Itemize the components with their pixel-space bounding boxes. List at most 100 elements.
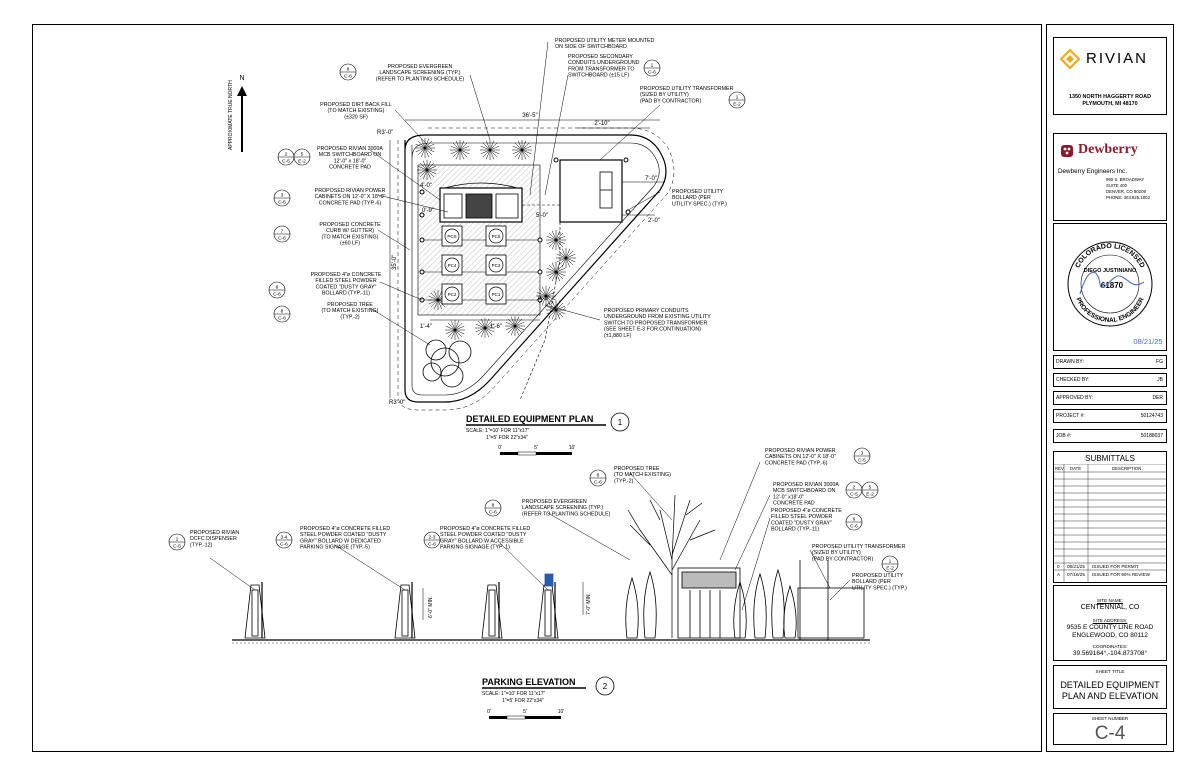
leader-lines [369,41,661,346]
job-number-row: JOB #:50188037 [1053,429,1167,443]
sheet-title-label: SHEET TITLE [1095,669,1125,674]
elevation-title-block: PARKING ELEVATION 2 SCALE: 1"=10' FOR 11… [482,676,615,720]
screening-shrub-5 [783,584,797,639]
note-bollard-acc-line-3: PARKING SIGNAGE (TYP.-1) [440,545,510,551]
note-switchboard-line-1: MCB SWITCHBOARD ON [319,152,382,158]
note-tree-top-line-0: PROPOSED TREE [327,302,373,308]
sheet-title-line-1: DETAILED EQUIPMENT [1060,680,1160,690]
power-cabinet-2: PC5 [485,225,507,247]
note-primary-line-4: (±1,880 LF) [604,333,632,339]
screening-shrub-2 [733,580,747,639]
note-bollard-top-line-0: PROPOSED 4"ø CONCRETE [311,272,382,278]
evergreen-shrub-2 [480,140,500,160]
elevation-scale-2: 1"=5' FOR 22"x34" [502,698,544,704]
power-cabinet-label: PC5 [492,234,501,239]
ref-bubble-evergreen-el: 8C-6 [484,499,502,517]
note-curb-line-2: (TO MATCH EXISTING) [322,234,379,240]
ref-top: 6 [853,517,856,523]
ref-bubble-dcfc: 1C-5 [168,533,186,551]
power-cabinet-3: PC4 [441,254,463,276]
ref-bubble-bollard-el: 6C-6 [845,513,863,531]
utility-transformer [559,159,623,223]
ref-bubble-switchboard-el-b: 5E-2 [861,481,879,499]
sub-row-1-date: 07/16/25 [1067,572,1085,577]
note-backfill-line-1: (TO MATCH EXISTING) [328,108,385,114]
note-bollard-el-line-0: PROPOSED 4"ø CONCRETE [771,508,842,514]
screening-shrub-3 [753,572,767,639]
seal-arc-top: COLORADO LICENSED [1074,243,1145,269]
note-tree-el-line-2: (TYP.-2) [614,478,634,484]
rivian-logo: RIVIAN [1060,48,1160,70]
power-cabinet-4: PC3 [485,254,507,276]
evergreen-shrub-8 [505,316,525,336]
note-switchboard-line-2: 12'-0" x 18'-0" [334,158,367,164]
seal-name: DIEGO JUSTINIANO [1084,268,1137,274]
note-switchboard-el-line-1: MCB SWITCHBOARD ON [773,488,836,494]
firm-box: Dewberry Dewberry Engineers Inc. 990 S. … [1053,133,1167,221]
svg-text:10': 10' [558,709,565,715]
ref-bottom: E-2 [733,102,741,108]
note-bollard-acc-line-0: PROPOSED 4"ø CONCRETE FILLED [440,526,530,532]
submittals-grid [1054,464,1166,582]
ref-bubble-transformer-el: 1E-2 [881,555,899,573]
ref-bubble-secondary: 1C-6 [643,59,661,77]
site-name: CENTENNIAL, CO [1080,604,1140,611]
ref-bubble-bollard-acc: 2-3C-6 [423,531,441,549]
ref-bubble-bollard-top: 6C-6 [268,281,286,299]
note-transformer-el-line-0: PROPOSED UTILITY TRANSFORMER [812,544,906,550]
submittals-box: SUBMITTALS REV. DATE DESCRIPTION 0 08/21… [1053,451,1167,583]
note-power-cab-el-line-1: CABINETS ON 12'-0" X 18'-0" [765,454,836,460]
title-block: RIVIAN 1350 NORTH HAGGERTY ROAD PLYMOUTH… [1046,24,1174,752]
site-address-2: ENGLEWOOD, CO 80112 [1072,632,1148,639]
coordinates: 39.569164°,-104.873708° [1072,650,1148,657]
elevation-height-2: 7'-0" MIN. [586,593,592,615]
note-bollard-top-line-1: FILLED STEEL POWDER [315,278,376,284]
dim-7-0: 7'-0" [645,176,657,182]
ref-top: 8 [347,67,350,73]
note-transformer-top-line-0: PROPOSED UTILITY TRANSFORMER [640,86,734,92]
note-secondary-line-3: SWITCHBOARD (±15 LF) [568,73,629,79]
power-cabinet-6: PC1 [485,283,507,305]
elevation-scale-bar: 0' 5' 10' [487,709,565,720]
site-curb-dashed [397,127,675,411]
transformer-elevation [797,587,865,639]
ref-bottom: C-6 [648,70,656,76]
ref-bubble-power-cab: 3C-5 [273,189,291,207]
note-curb-line-3: (±60 LF) [340,241,360,247]
ref-top: 1 [736,95,739,101]
note-util-bollard-el-line-1: BOLLARD (PER [852,579,891,585]
note-power-cab-line-0: PROPOSED RIVIAN POWER [315,188,386,194]
ref-top: 5 [869,485,872,491]
dim-1-6: 1'-6" [490,324,502,330]
ref-bottom: C-6 [278,316,286,322]
note-bollard-el-line-2: COATED "DUSTY GRAY" [771,520,832,526]
note-dcfc-line-0: PROPOSED RIVIAN [190,530,239,536]
ref-bottom: C-6 [344,74,352,80]
ref-bottom: C-5 [858,458,866,464]
evergreen-shrub-12 [536,286,556,306]
sheet-title-box: SHEET TITLE DETAILED EQUIPMENT PLAN AND … [1053,665,1167,709]
ref-top: 5 [301,152,304,158]
site-plan [397,127,675,411]
ref-top: 1 [889,559,892,565]
evergreen-shrub-10 [556,248,576,268]
dcfc-dispenser-3 [537,573,559,639]
power-cabinet-label: PC1 [492,292,501,297]
note-transformer-el-line-2: (PAD BY CONTRACTOR) [812,556,873,562]
evergreen-shrub-9 [546,230,566,250]
elevation-dim-text: 6'-0" MIN. 7'-0" MIN. [428,593,592,618]
svg-text:5': 5' [534,445,538,451]
sub-row-0-desc: ISSUED FOR PERMIT [1092,564,1139,569]
note-primary-line-2: SWITCH TO PROPOSED TRANSFORMER [604,320,707,326]
plan-scale-bar: 0' 5' 10' [498,445,575,456]
sub-row-1-desc: ISSUED FOR 90% REVIEW [1092,572,1150,577]
note-secondary-line-2: FROM TRANSFORMER TO [568,66,635,72]
note-backfill-line-0: PROPOSED DIRT BACK FILL [320,102,392,108]
ref-bubble-switchboard-el-a: 2C-5 [845,481,863,499]
ref-bottom: C-5 [278,200,286,206]
dim-1-4: 1'-4" [420,324,432,330]
ref-top: 1 [176,537,179,543]
note-util-bollard-top-line-1: BOLLARD (PER [672,195,711,201]
ref-bottom: E-2 [298,159,306,165]
client-address-1: 1350 NORTH HAGGERTY ROAD [1069,94,1151,100]
